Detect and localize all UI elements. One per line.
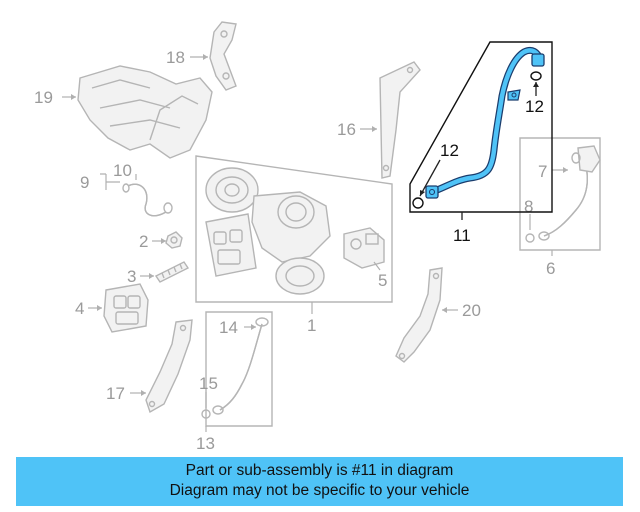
callout-18: 18 [166,48,185,67]
part-1-turbocharger [195,155,393,303]
part-19-heat-shield [77,65,213,159]
callout-10: 10 [113,161,132,180]
part-6-coolant-line-assembly [519,137,601,251]
part-2-nut [165,231,183,249]
parts-diagram: 19 18 16 9 10 2 3 [34,21,601,453]
callout-11: 11 [453,226,471,245]
callout-16: 16 [337,120,356,139]
callout-15: 15 [199,374,218,393]
callout-13: 13 [196,434,215,453]
part-20-bracket [395,267,443,363]
part-17-bracket [145,319,193,414]
callout-5: 5 [378,271,387,290]
part-18-bracket [209,21,237,91]
callout-12-bottom: 12 [440,141,459,160]
seal-ring-12-bottom [412,197,424,209]
info-banner: Part or sub-assembly is #11 in diagram D… [16,457,623,506]
callout-1: 1 [307,316,316,335]
part-3-stud [154,261,190,283]
callout-9: 9 [80,173,89,192]
callout-3: 3 [127,267,136,286]
callout-4: 4 [75,299,84,318]
seal-ring-12-top [530,71,542,81]
callout-6: 6 [546,259,555,278]
callout-2: 2 [139,232,148,251]
callout-14: 14 [219,318,238,337]
part-10-hose [122,183,173,217]
callout-8: 8 [524,197,533,216]
banner-line-2: Diagram may not be specific to your vehi… [169,482,470,499]
callout-19: 19 [34,88,53,107]
part-11-oil-feed-line-assembly [409,41,553,213]
callout-7: 7 [538,162,547,181]
callout-17: 17 [106,384,125,403]
part-16-gasket [379,61,421,179]
callout-12-top: 12 [525,97,544,116]
banner-line-1: Part or sub-assembly is #11 in diagram [185,462,454,479]
callout-20: 20 [462,301,481,320]
part-13-oil-line-assembly [205,311,273,427]
part-4-gasket [103,283,149,333]
